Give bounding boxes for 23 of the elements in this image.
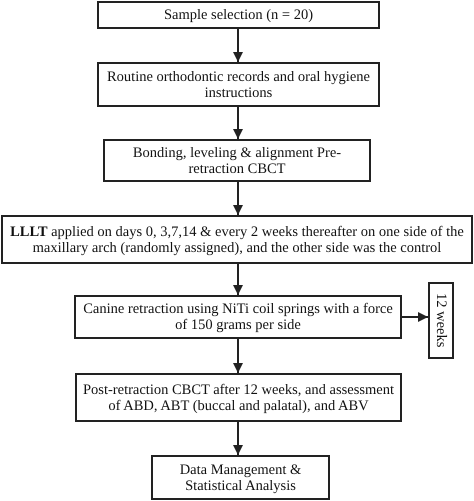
process-box bbox=[97, 1, 380, 29]
step-text: Sample selection (n = 20) bbox=[164, 7, 314, 23]
process-box bbox=[75, 373, 402, 422]
step-text: Canine retraction using NiTi coil springs with a force of 150 grams per side bbox=[82, 301, 394, 333]
arrow bbox=[233, 107, 243, 139]
arrow bbox=[233, 29, 243, 62]
arrow bbox=[233, 339, 243, 373]
process-box bbox=[97, 62, 380, 107]
process-box bbox=[103, 139, 371, 182]
step-text: Data Management & Statistical Analysis bbox=[178, 462, 302, 494]
arrow bbox=[233, 264, 243, 295]
arrow bbox=[402, 312, 428, 322]
step-text: LLLT applied on days 0, 3,7,14 & every 2 weeks thereafter on one side of the maxillary arch (randomly assigned), and the other side was the control bbox=[9, 224, 465, 256]
process-box bbox=[151, 455, 330, 500]
step-text: Bonding, leveling & alignment Pre-retraction CBCT bbox=[132, 144, 342, 176]
arrow bbox=[233, 422, 243, 455]
process-box bbox=[1, 215, 473, 264]
process-box bbox=[74, 295, 402, 339]
step-text: 12 weeks bbox=[433, 293, 449, 348]
step-text: Routine orthodontic records and oral hygiene instructions bbox=[106, 68, 371, 100]
arrow bbox=[233, 182, 243, 215]
step-text: Post-retraction CBCT after 12 weeks, and assessment of ABD, ABT (buccal and palatal), and ABV bbox=[82, 382, 395, 414]
duration-box bbox=[428, 282, 454, 359]
